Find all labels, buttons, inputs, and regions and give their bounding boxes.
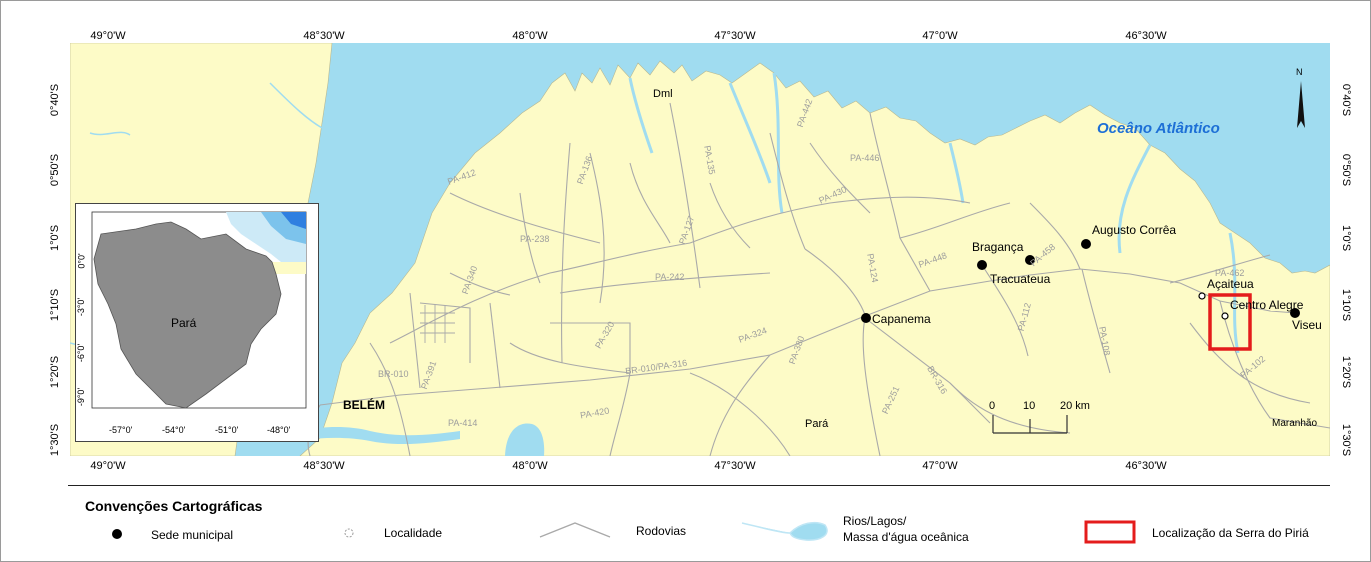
lake: [505, 423, 545, 456]
scale-label-20: 20 km: [1060, 400, 1090, 412]
roads: [307, 102, 1330, 456]
region-label-maranhao: Maranhão: [1272, 418, 1318, 429]
legend-water-icon: [741, 521, 828, 541]
city-label-capanema: Capanema: [872, 312, 931, 326]
inset-x-tick: -51°0': [215, 425, 239, 435]
locality-label-centro-alegre: Centro Alegre: [1230, 298, 1304, 312]
scale-bar: [992, 415, 1068, 434]
lat-tick-left: 0°50'S: [49, 153, 61, 187]
city-label-tracuateua: Tracuateua: [990, 272, 1051, 286]
scale-label-0: 0: [989, 400, 996, 412]
lon-tick-bottom: 48°0'W: [512, 460, 548, 472]
road-label: PA-238: [520, 234, 550, 244]
place-label-dml: Dml: [653, 88, 673, 100]
localidade-acaiteua[interactable]: [1198, 292, 1206, 300]
road-label: PA-242: [655, 272, 685, 282]
lat-tick-left: 1°10'S: [49, 288, 61, 322]
urban-grid: [420, 305, 455, 343]
road-label: PA-446: [850, 153, 880, 163]
inset-y-tick: -9°0': [76, 387, 87, 407]
lon-tick-top: 48°30'W: [303, 30, 345, 42]
lon-tick-bottom: 47°0'W: [922, 460, 958, 472]
region-label-para: Pará: [805, 418, 829, 430]
inset-x-tick: -57°0': [109, 425, 133, 435]
scale-label-10: 10: [1023, 400, 1036, 412]
inset-map: Pará -57°0' -54°0' -51°0' -48°0' 0°0' -3…: [75, 203, 319, 442]
inset-state-label: Pará: [171, 316, 197, 330]
legend-label-massa: Massa d'água oceânica: [843, 530, 969, 544]
lon-tick-top: 47°0'W: [922, 30, 958, 42]
estuary: [628, 72, 1240, 354]
north-arrow-icon: [1297, 81, 1305, 128]
inset-x-tick: -54°0': [162, 425, 186, 435]
eastern-land: [299, 60, 1330, 456]
city-label-viseu: Viseu: [1292, 318, 1322, 332]
lat-tick-left: 0°40'S: [49, 83, 61, 117]
city-label-belem: BELÉM: [343, 398, 385, 412]
legend-localidade-icon: [344, 528, 354, 538]
legend-sede-icon: [112, 529, 122, 539]
legend-title: Convenções Cartográficas: [85, 498, 263, 514]
legend-label-rodovias: Rodovias: [636, 524, 687, 538]
legend-divider: [68, 485, 1330, 486]
lat-tick-right: 0°40'S: [1340, 83, 1352, 117]
road-label: BR-010: [378, 369, 409, 379]
inset-y-tick: 0°0': [76, 253, 87, 269]
inset-state-shape: [93, 221, 282, 409]
locality-label-acaiteua: Açaiteua: [1207, 277, 1254, 291]
inset-canvas: Pará: [91, 211, 307, 409]
localidade-centro-alegre[interactable]: [1221, 312, 1229, 320]
north-arrow-letter: N: [1296, 67, 1303, 77]
lat-tick-left: 1°20'S: [49, 355, 61, 389]
lon-tick-top: 47°30'W: [714, 30, 756, 42]
lon-tick-top: 49°0'W: [90, 30, 126, 42]
lat-tick-left: 1°0'S: [49, 224, 61, 252]
lon-tick-top: 46°30'W: [1125, 30, 1167, 42]
inset-y-tick: -6°0': [76, 343, 87, 363]
lat-tick-left: 1°30'S: [49, 423, 61, 457]
lat-tick-right: 1°30'S: [1340, 423, 1352, 457]
road-label: PA-414: [448, 418, 478, 428]
legend-label-serra: Localização da Serra do Piriá: [1152, 526, 1309, 540]
legend-symbols: [112, 520, 1136, 544]
sede-tracuateua[interactable]: [1025, 255, 1035, 265]
sede-capanema[interactable]: [861, 313, 871, 323]
lat-tick-right: 1°0'S: [1340, 224, 1352, 252]
lon-tick-top: 48°0'W: [512, 30, 548, 42]
inset-x-tick: -48°0': [267, 425, 291, 435]
city-label-augusto-correa: Augusto Corrêa: [1092, 223, 1177, 237]
city-label-braganca: Bragança: [972, 240, 1024, 254]
lat-tick-right: 1°20'S: [1340, 355, 1352, 389]
lat-tick-right: 0°50'S: [1340, 153, 1352, 187]
legend-road-icon: [539, 522, 611, 538]
legend-label-localidade: Localidade: [384, 526, 443, 540]
lat-tick-right: 1°10'S: [1340, 288, 1352, 322]
legend-box-icon: [1084, 520, 1136, 544]
ocean-label: Oceâno Atlântico: [1097, 120, 1220, 137]
serra-do-piria-box: [1208, 293, 1252, 351]
lon-tick-bottom: 46°30'W: [1125, 460, 1167, 472]
legend-label-sede: Sede municipal: [151, 528, 234, 542]
sede-braganca[interactable]: [977, 260, 987, 270]
lon-tick-bottom: 48°30'W: [303, 460, 345, 472]
lon-tick-bottom: 49°0'W: [90, 460, 126, 472]
road-label: PA-462: [1215, 268, 1245, 278]
inset-y-tick: -3°0': [76, 297, 87, 317]
sede-augusto-correa[interactable]: [1081, 239, 1091, 249]
lon-tick-bottom: 47°30'W: [714, 460, 756, 472]
sede-viseu[interactable]: [1290, 308, 1300, 318]
legend-label-rios: Rios/Lagos/: [843, 514, 907, 528]
